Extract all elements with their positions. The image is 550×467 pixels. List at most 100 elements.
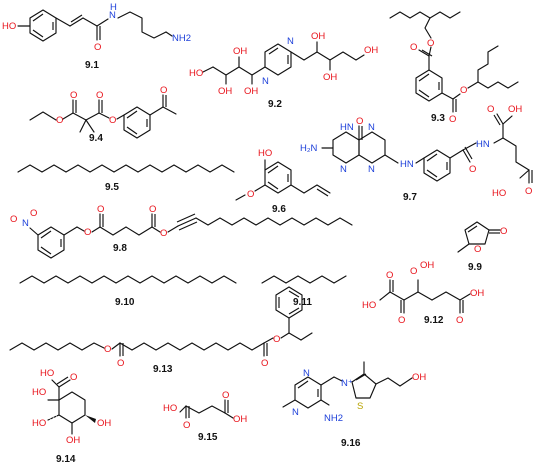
atom-label: OH [470, 288, 484, 299]
atom-label: OH [244, 86, 258, 97]
atom-label: O [525, 186, 532, 197]
atom-label: O [222, 390, 229, 401]
compound-number: 9.16 [341, 438, 361, 449]
atom-label: O [160, 85, 167, 96]
atom-label: OH [364, 45, 378, 56]
atom-label: HO [32, 418, 46, 429]
compound-number: 9.5 [105, 182, 119, 193]
compound-number: 9.12 [424, 315, 444, 326]
compound-9-13: O O O O 9.13 [9, 286, 313, 375]
atom-label: O [460, 85, 467, 96]
atom-label: O [469, 164, 476, 175]
atom-label: HO [492, 188, 506, 199]
atom-label: N [292, 407, 299, 418]
atom-label: OH [218, 86, 232, 97]
atom-label: O [500, 226, 507, 237]
atom-label: OH [323, 72, 337, 83]
atom-label: O [410, 266, 417, 277]
atom-label: O [109, 115, 116, 126]
compound-9-3: O O O O 9.3 [389, 11, 519, 125]
atom-label: OH [412, 372, 426, 383]
compound-9-5: 9.5 [17, 164, 235, 193]
atom-label: O [70, 90, 77, 101]
atom-label: N [368, 164, 375, 175]
atom-label: OH [66, 435, 80, 446]
atom-label: N [287, 36, 294, 47]
atom-label: O [261, 358, 268, 369]
compound-9-7: HN N N N O H₂N HN O HN O OH O HO 9.7 [300, 104, 533, 203]
compound-number: 9.10 [115, 297, 135, 308]
atom-label: OH [420, 260, 434, 271]
atom-label: O [84, 227, 91, 238]
atom-label: O [70, 372, 77, 383]
atom-label: H₂N [300, 143, 318, 154]
atom-label: O [183, 420, 190, 431]
compound-9-9: O O 9.9 [457, 221, 507, 273]
atom-label: OH [311, 31, 325, 42]
atom-label: S [357, 401, 363, 412]
atom-label: HN [476, 139, 490, 150]
atom-label: OH [508, 104, 522, 115]
atom-label: OH [233, 414, 247, 425]
atom-label: N [22, 218, 29, 229]
atom-label: H [110, 2, 117, 13]
compound-number: 9.4 [89, 133, 103, 144]
atom-label: N [303, 368, 310, 379]
atom-label: O [117, 358, 124, 369]
atom-label: O [456, 315, 463, 326]
compound-9-14: O HO HO OH OH HO 9.14 [32, 368, 111, 465]
compound-number: 9.13 [153, 364, 173, 375]
atom-label: HN [340, 122, 354, 133]
atom-label: HO [258, 148, 272, 159]
compound-9-1: HO O N H NH2 9.1 [2, 2, 191, 71]
compound-9-16: N N NH2 N⁺ S OH 9.16 [282, 361, 426, 449]
atom-label: O [10, 214, 17, 225]
atom-label: O [410, 42, 417, 53]
atom-label: HO [2, 21, 16, 32]
atom-label: HO [163, 403, 177, 414]
atom-label: O [356, 116, 363, 127]
compound-9-10: 9.10 [19, 275, 237, 308]
atom-label: N [109, 10, 116, 21]
atom-label: OH [97, 418, 111, 429]
compound-9-8: N O O O O O O 9.8 [10, 204, 353, 259]
atom-label: O [104, 344, 111, 355]
compound-9-15: HO O O OH 9.15 [163, 390, 247, 443]
atom-label: HN [400, 159, 414, 170]
compound-number: 9.15 [198, 432, 218, 443]
atom-label: NH2 [172, 33, 191, 44]
atom-label: O [273, 334, 280, 345]
atom-label: O [247, 189, 254, 200]
atom-label: O [30, 208, 37, 219]
atom-label: O [386, 270, 393, 281]
atom-label: N⁺ [341, 378, 353, 389]
compound-9-12: O OH O OH O O HO 9.12 [362, 260, 484, 326]
atom-label: O [149, 204, 156, 215]
atom-label: O [96, 90, 103, 101]
atom-label: O [427, 38, 434, 49]
atom-label: HO [40, 368, 54, 379]
atom-label: O [449, 114, 456, 125]
compound-number: 9.7 [403, 192, 417, 203]
atom-label: O [56, 115, 63, 126]
atom-label: O [97, 204, 104, 215]
atom-label: O [398, 315, 405, 326]
compound-number: 9.2 [268, 99, 282, 110]
compound-number: 9.8 [113, 243, 127, 254]
compound-number: 9.14 [56, 454, 76, 465]
atom-label: HO [189, 68, 203, 79]
compound-9-2: N N OH OH OH HO OH OH OH 9.2 [189, 31, 378, 110]
atom-label: O [474, 244, 481, 255]
atom-label: NH2 [324, 413, 343, 424]
compound-9-6: HO O 9.6 [235, 148, 331, 215]
compound-number: 9.11 [293, 297, 312, 308]
atom-label: HO [362, 300, 376, 311]
atom-label: O [160, 228, 167, 239]
compound-number: 9.1 [85, 60, 99, 71]
compound-number: 9.3 [431, 113, 445, 124]
atom-label: N [340, 164, 347, 175]
compound-number: 9.6 [272, 204, 286, 215]
compound-9-4: O O O O O 9.4 [29, 85, 177, 144]
compound-9-11: 9.11 [261, 275, 347, 308]
